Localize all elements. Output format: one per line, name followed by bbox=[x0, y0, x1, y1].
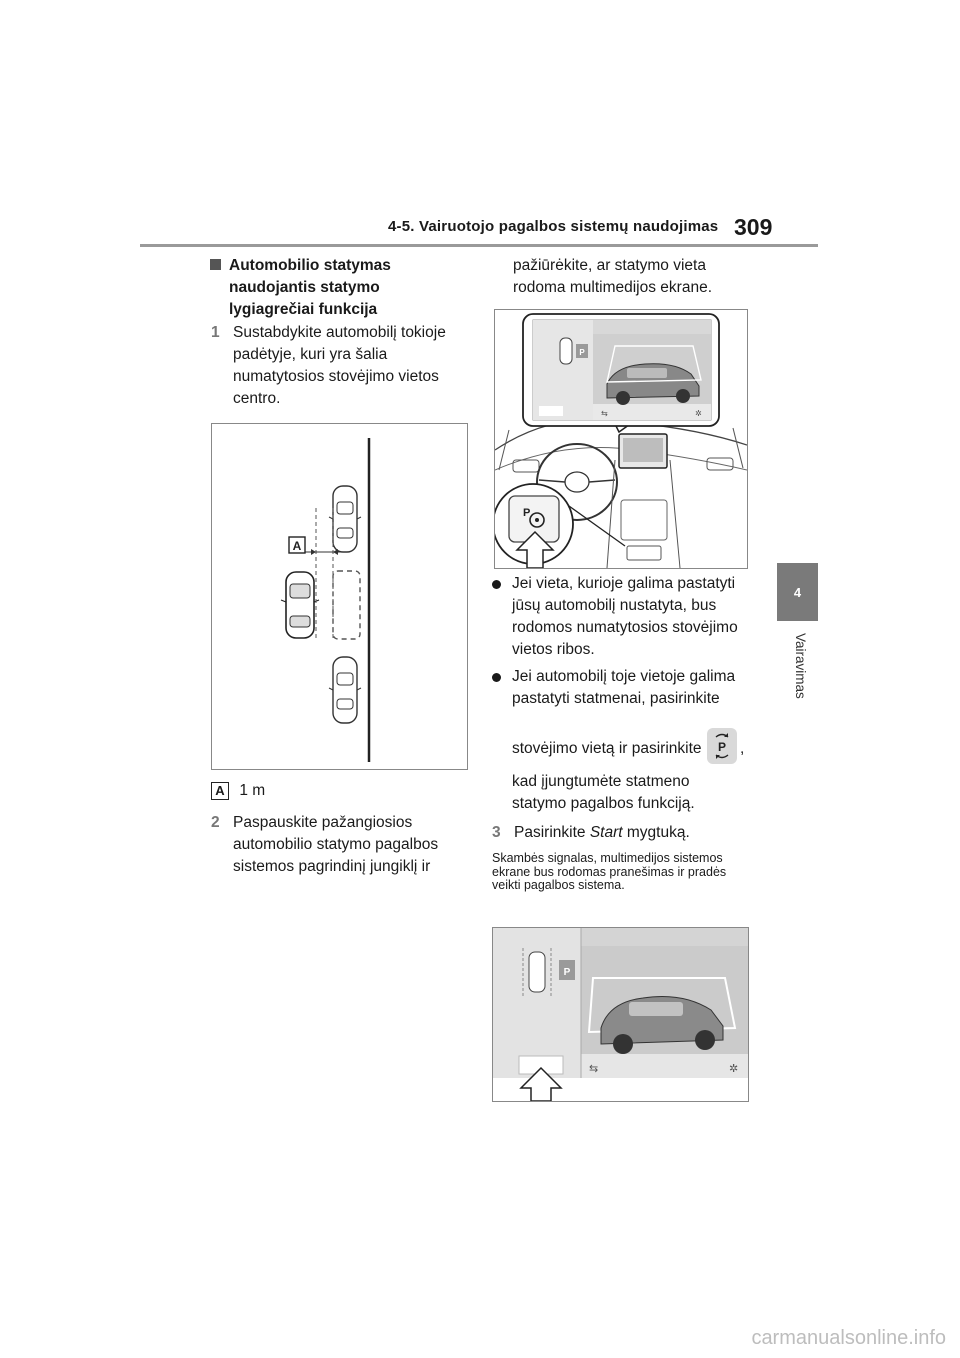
section-heading: Automobilio statymas naudojantis statymo… bbox=[210, 255, 460, 321]
legend-label-box: A bbox=[211, 782, 229, 800]
svg-text:P: P bbox=[579, 348, 585, 357]
chapter-tab-label: Vairavimas bbox=[793, 633, 808, 699]
bullet-2: Jei automobilį toje vietoje galima pasta… bbox=[492, 666, 747, 710]
watermark-text: carmanualsonline.info bbox=[751, 1327, 946, 1349]
bullet-1: Jei vieta, kurioje galima pastatyti jūsų… bbox=[492, 573, 747, 661]
step-2-continued: pažiūrėkite, ar statymo vieta rodoma mul… bbox=[513, 257, 713, 296]
header-divider bbox=[140, 244, 818, 247]
result-note: Skambės signalas, multimedijos sistemos … bbox=[492, 851, 727, 892]
step-number: 2 bbox=[211, 814, 220, 831]
svg-text:⇆: ⇆ bbox=[589, 1062, 598, 1075]
svg-text:P: P bbox=[718, 740, 726, 754]
chapter-number: 4 bbox=[793, 584, 802, 600]
perpendicular-parking-icon[interactable]: P bbox=[707, 728, 737, 764]
figure-label-a: A bbox=[293, 539, 302, 553]
bullet-dot-icon bbox=[492, 580, 501, 589]
svg-text:✲: ✲ bbox=[695, 409, 702, 418]
bullet-dot-icon bbox=[492, 673, 501, 682]
svg-text:⇆: ⇆ bbox=[601, 409, 608, 418]
bullet-2-end: kad įjungtumėte statmeno statymo pagalbo… bbox=[512, 773, 695, 812]
svg-text:✲: ✲ bbox=[729, 1062, 738, 1075]
parked-car-rear bbox=[328, 656, 362, 724]
own-car bbox=[280, 571, 320, 639]
start-button-label: Start bbox=[589, 824, 623, 841]
heading-square-icon bbox=[210, 259, 221, 270]
step-text: Paspauskite pažangiosios automobilio sta… bbox=[233, 814, 439, 875]
step-3: 3 Pasirinkite Start mygtuką. bbox=[492, 822, 747, 844]
step-number: 1 bbox=[211, 324, 220, 341]
section-title: 4-5. Vairuotojo pagalbos sistemų naudoji… bbox=[388, 218, 719, 235]
bullet-2-line: stovėjimo vietą ir pasirinkite P , bbox=[512, 728, 752, 768]
legend-text: 1 m bbox=[239, 782, 266, 799]
parallel-parking-diagram: A bbox=[211, 423, 468, 770]
figure-legend: A 1 m bbox=[211, 780, 461, 802]
chapter-tab[interactable]: 4 bbox=[777, 563, 818, 621]
step-2: 2 Paspauskite pažangiosios automobilio s… bbox=[211, 812, 461, 878]
page-number: 309 bbox=[734, 214, 773, 240]
cockpit-illustration: P ⇆ ✲ P bbox=[494, 309, 748, 569]
step-text: Sustabdykite automobilį tokioje padėtyje… bbox=[233, 324, 446, 407]
step-1: 1 Sustabdykite automobilį tokioje padėty… bbox=[211, 322, 461, 410]
svg-text:P: P bbox=[564, 967, 571, 978]
multimedia-screen-illustration: P ⇆ ✲ bbox=[492, 927, 749, 1102]
parked-car-front bbox=[328, 485, 362, 553]
svg-text:P: P bbox=[523, 507, 530, 519]
step-number: 3 bbox=[492, 824, 501, 841]
